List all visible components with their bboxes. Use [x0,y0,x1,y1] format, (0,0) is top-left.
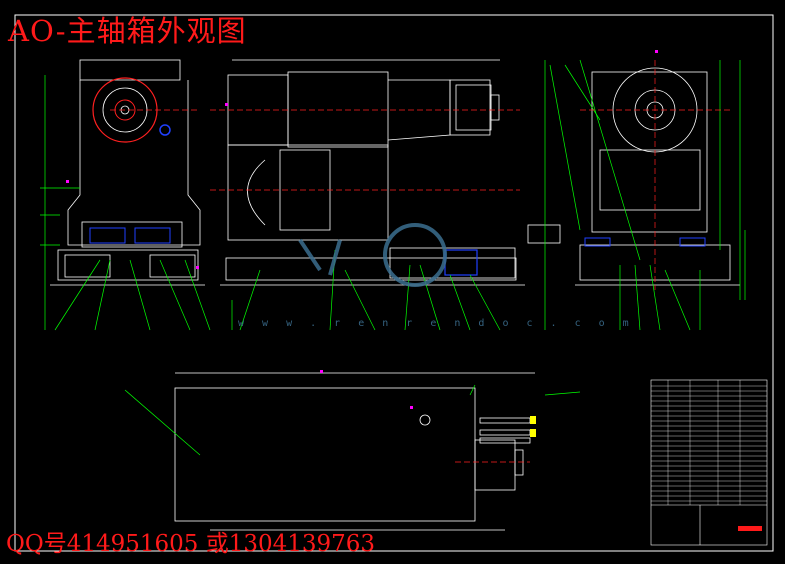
drawing-title: AO-主轴箱外观图 [8,14,247,48]
leader-line [544,391,581,396]
front-view-blue-ports [89,227,171,244]
leader-line [549,64,581,231]
right-view-blue-ports [584,237,706,247]
watermark-logo-icon [298,223,447,287]
leader-line [419,264,441,331]
contact-info: QQ号414951605 或1304139763 [6,531,376,557]
magenta-markers [66,50,658,409]
leader-line [344,269,376,331]
leader-line [664,269,691,331]
leader-line [159,259,191,331]
side-view [220,59,525,286]
leader-line [634,264,641,331]
front-view [50,59,205,286]
leader-line [564,64,601,121]
right-view [527,67,740,286]
leader-line [649,264,661,331]
leader-line [469,384,476,396]
leader-line [124,389,201,456]
top-view-hoses [479,417,531,444]
leader-lines [40,59,746,456]
leader-line [94,259,111,331]
leader-line [184,259,211,331]
title-block-icon [650,379,768,546]
watermark-url: w w w . r e n r e n d o c . c o m [238,318,635,329]
leader-line [54,259,101,331]
top-view [174,372,535,531]
drawing-frame [14,14,774,552]
leader-line [404,264,411,331]
top-view-fittings [530,416,536,437]
motor-icon [455,84,500,131]
side-view-blue-block [444,249,478,276]
leader-line [239,269,261,331]
leader-line [579,59,641,261]
leader-line [469,274,501,331]
leader-line [449,274,471,331]
bom-table-rows [651,380,767,505]
center-lines [110,60,730,463]
leader-line [129,259,151,331]
title-block-red-tag [738,526,762,531]
